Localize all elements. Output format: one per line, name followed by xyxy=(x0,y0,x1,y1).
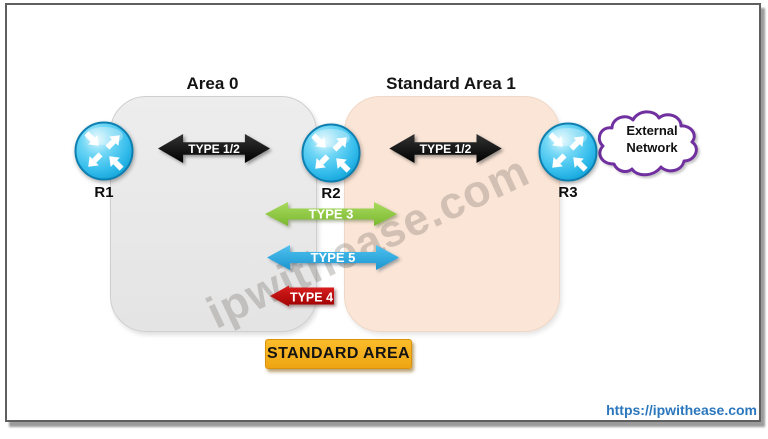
router-r1-label: R1 xyxy=(94,184,114,201)
router-r3 xyxy=(537,121,599,183)
router-r1 xyxy=(73,120,135,182)
link-type12-r1-r2: TYPE 1/2 xyxy=(158,133,270,164)
router-icon xyxy=(538,122,598,182)
link-type5-label: TYPE 5 xyxy=(311,250,356,265)
router-r2-label: R2 xyxy=(321,185,341,202)
standard-area-badge: STANDARD AREA xyxy=(265,339,412,369)
external-network-line2: Network xyxy=(626,140,678,155)
standard-area-1-label: Standard Area 1 xyxy=(386,74,516,93)
router-icon xyxy=(74,121,134,181)
footer-url-link[interactable]: https://ipwithease.com xyxy=(606,402,757,418)
link-type3-label: TYPE 3 xyxy=(309,207,354,222)
external-network-cloud xyxy=(592,108,710,186)
link-type12-r2-r3-label: TYPE 1/2 xyxy=(420,142,472,156)
cloud-icon xyxy=(597,110,698,177)
external-network-line1: External xyxy=(626,123,678,138)
external-network-label: External Network xyxy=(604,122,700,156)
router-r3-label: R3 xyxy=(558,184,578,201)
router-icon xyxy=(301,123,361,183)
link-type4: TYPE 4 xyxy=(270,284,336,308)
link-type12-r2-r3: TYPE 1/2 xyxy=(389,133,502,164)
router-r2 xyxy=(300,122,362,184)
link-type5: TYPE 5 xyxy=(267,244,399,271)
link-type12-r1-r2-label: TYPE 1/2 xyxy=(188,142,240,156)
link-type3: TYPE 3 xyxy=(265,201,397,227)
link-type4-label: TYPE 4 xyxy=(290,291,333,305)
area-0-label: Area 0 xyxy=(186,74,239,93)
